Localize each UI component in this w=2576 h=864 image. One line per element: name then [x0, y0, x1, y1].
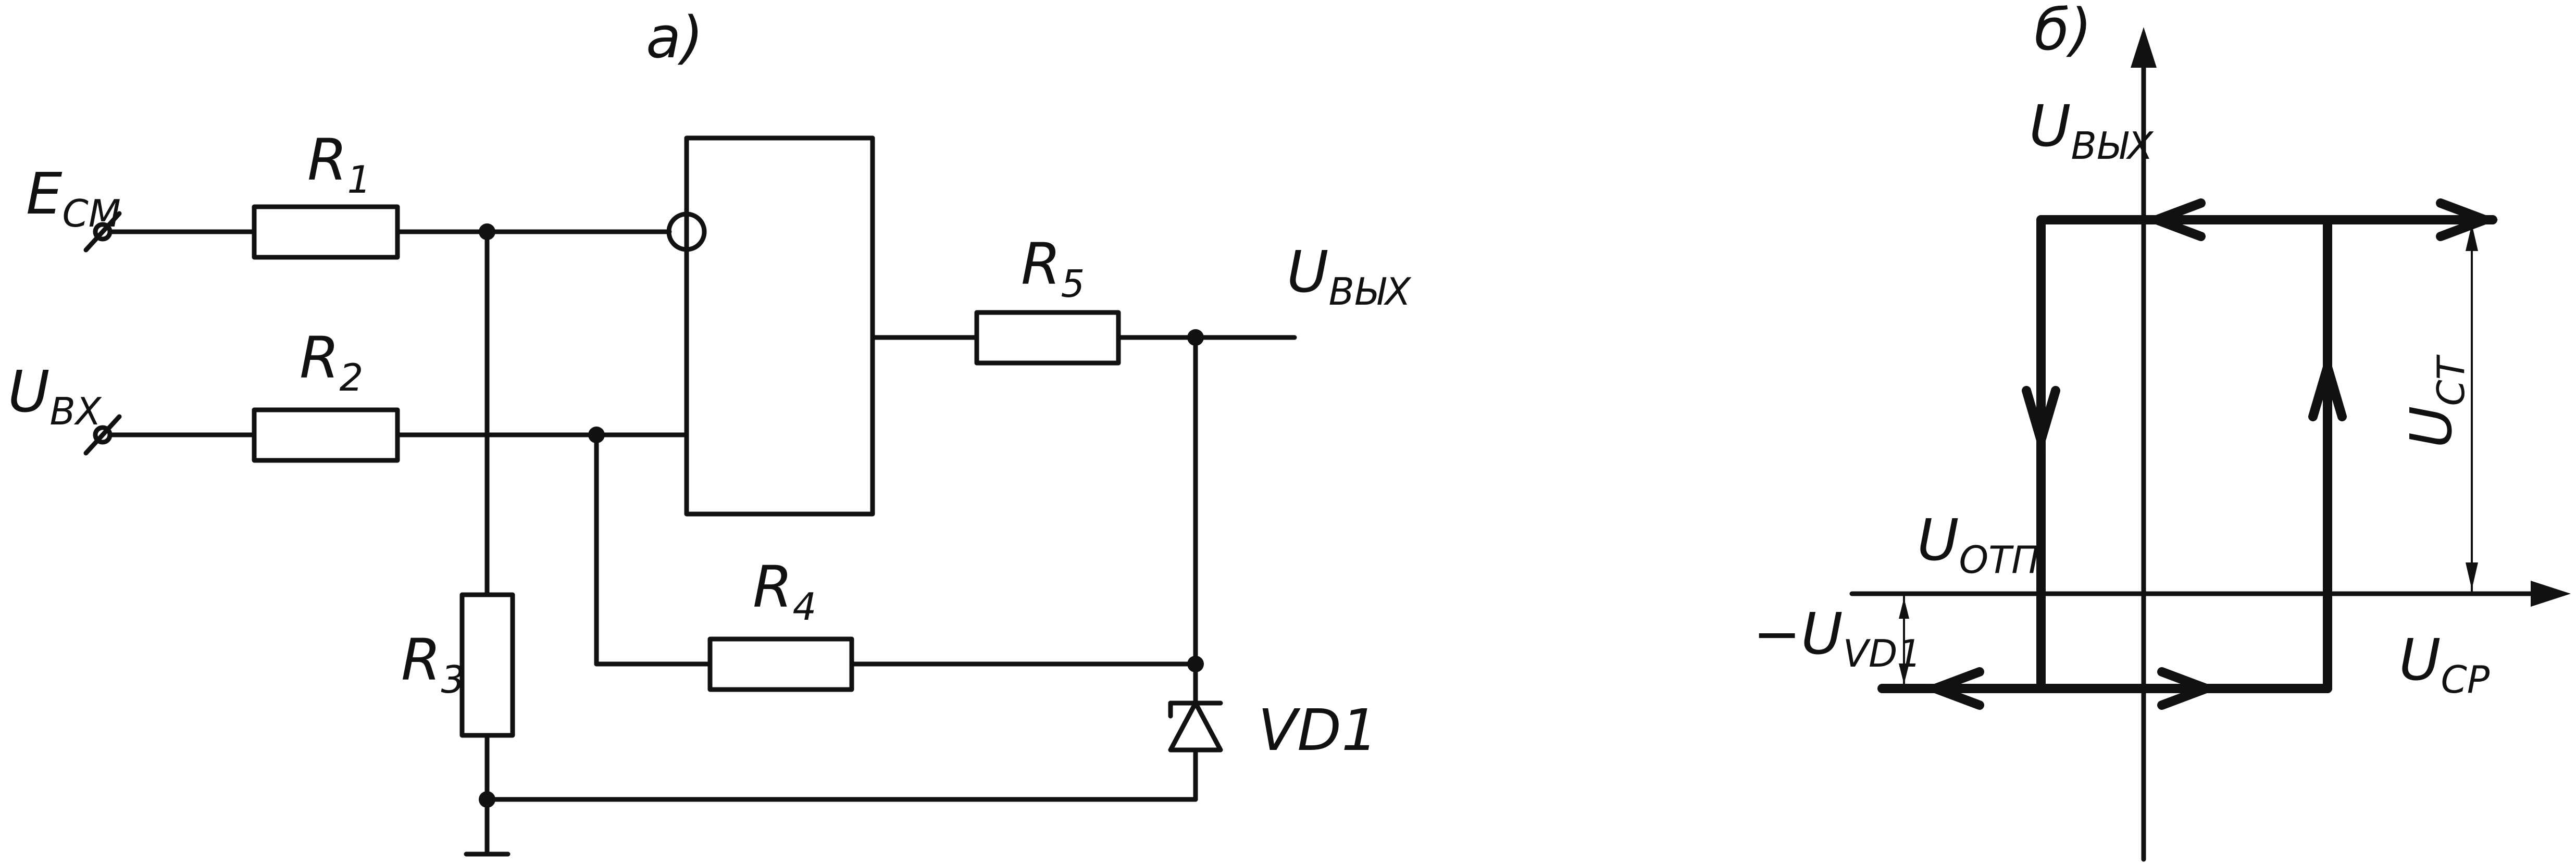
panel-a-title: а) — [646, 4, 703, 71]
vd1-label: VD1 — [1258, 697, 1378, 763]
resistor-r1 — [252, 204, 400, 260]
ecm-label: EСМ — [26, 160, 121, 235]
r3-label: R3 — [401, 627, 465, 702]
uout-label: UВЫХ — [1287, 239, 1412, 314]
x-axis — [1849, 581, 2571, 607]
x-axis-label: UСР — [2399, 627, 2490, 702]
zener-diode-vd1 — [1168, 700, 1223, 753]
r2-label: R2 — [300, 324, 363, 399]
panel-b-title: б) — [2034, 0, 2092, 63]
resistor-r2 — [252, 407, 400, 463]
uvd1-dimension — [1899, 594, 1909, 688]
circuit-panel: а) — [8, 4, 1412, 857]
r1-label: R1 — [307, 127, 371, 202]
resistor-r3 — [459, 592, 515, 738]
hysteresis-panel: б) — [1753, 0, 2571, 862]
ust-dimension — [2466, 220, 2478, 594]
y-axis — [2131, 27, 2157, 862]
junction-dots — [479, 223, 1204, 808]
uotp-label: UОТП — [1917, 507, 2039, 582]
resistor-r5 — [974, 310, 1121, 366]
uvd1-label: −UVD1 — [1753, 600, 1921, 675]
ust-label: UСТ — [2398, 354, 2473, 448]
opamp-block — [684, 135, 875, 517]
uin-label: UВХ — [8, 358, 102, 433]
resistor-r4 — [707, 636, 854, 692]
inverting-input-circle — [666, 211, 707, 252]
y-axis-label: UВЫХ — [2029, 93, 2154, 168]
hysteresis-loop — [1877, 215, 2497, 693]
direction-arrows — [1922, 198, 2498, 710]
r4-label: R4 — [753, 554, 816, 629]
r5-label: R5 — [1021, 231, 1085, 306]
